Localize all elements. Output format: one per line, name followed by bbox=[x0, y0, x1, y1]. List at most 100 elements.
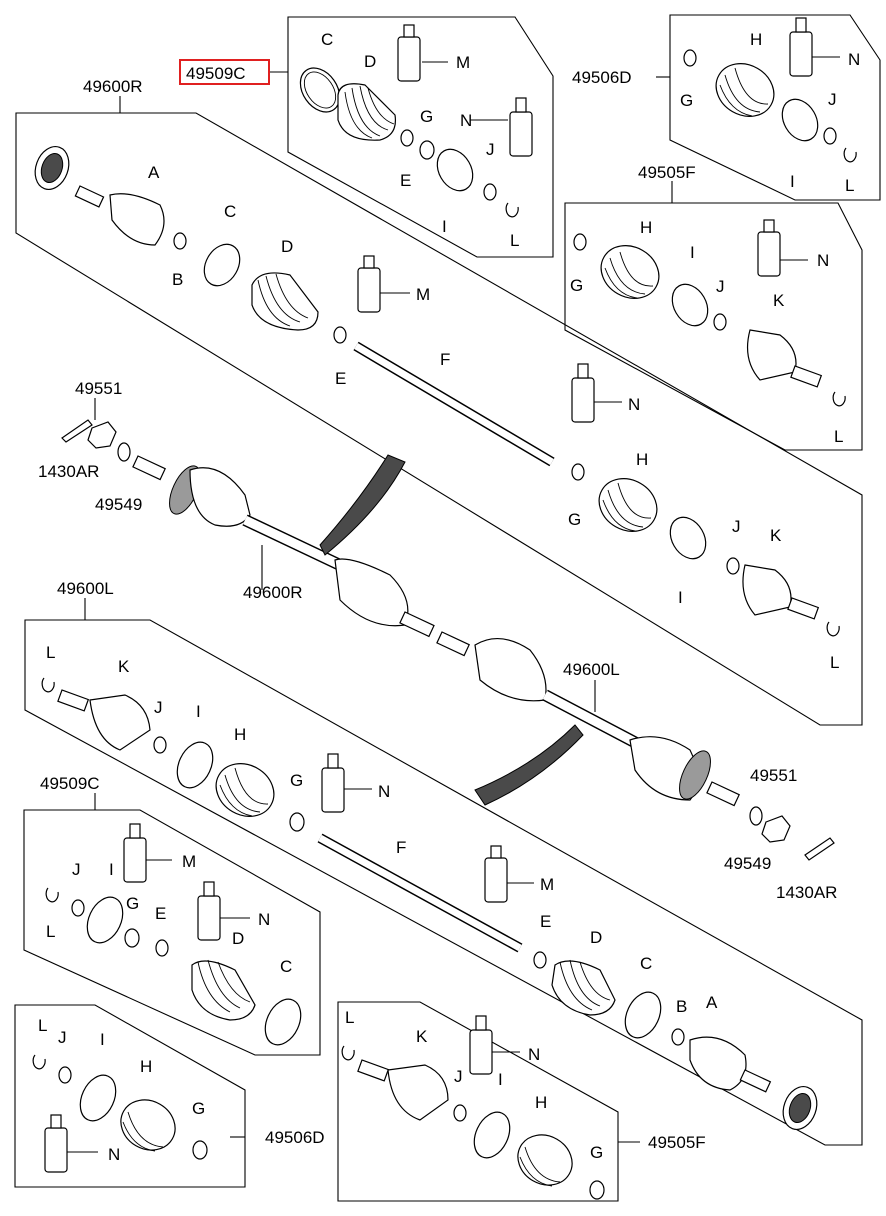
clamp-E-top bbox=[400, 129, 414, 147]
letter-N: N bbox=[378, 782, 390, 801]
clamp-C-49600L bbox=[624, 991, 662, 1039]
letter-N: N bbox=[528, 1045, 540, 1064]
clamp-I-49505F bbox=[671, 283, 709, 327]
letter-K: K bbox=[416, 1027, 428, 1046]
grease-N-49506D bbox=[789, 17, 813, 77]
washer-49549-bottom bbox=[749, 806, 763, 826]
letter-I: I bbox=[100, 1030, 105, 1049]
letter-L: L bbox=[845, 176, 854, 195]
label-49600R-mid: 49600R bbox=[243, 583, 303, 602]
grease-M-49509C-bottom bbox=[123, 823, 147, 883]
clamp-I-top bbox=[436, 148, 474, 192]
kit-box-49505F-top bbox=[564, 202, 863, 451]
leader-lines bbox=[67, 56, 840, 1153]
label-49600L-top: 49600L bbox=[57, 579, 114, 598]
letter-M: M bbox=[456, 53, 470, 72]
label-49506D-top: 49506D bbox=[572, 68, 632, 87]
kit-box-49506D-top bbox=[669, 14, 881, 201]
letter-G: G bbox=[420, 107, 433, 126]
kit-box-49506D-bottom bbox=[14, 1004, 246, 1188]
ring-J-49505F-bottom bbox=[453, 1104, 467, 1122]
clip-L-49600R bbox=[826, 621, 840, 637]
letter-L: L bbox=[46, 643, 55, 662]
letter-H: H bbox=[140, 1057, 152, 1076]
letter-I: I bbox=[109, 860, 114, 879]
letter-J: J bbox=[716, 277, 725, 296]
circlip-B-49600R bbox=[173, 232, 187, 250]
letter-D: D bbox=[590, 928, 602, 947]
boot-H-49600L bbox=[215, 763, 275, 817]
label-49505F-top: 49505F bbox=[638, 163, 696, 182]
boot-D-49600R bbox=[251, 272, 319, 331]
letter-N: N bbox=[848, 50, 860, 69]
kit-box-49509C-top bbox=[287, 16, 554, 258]
clamp-G-49509C-bottom bbox=[124, 928, 140, 948]
letter-F: F bbox=[396, 838, 406, 857]
letter-N: N bbox=[817, 251, 829, 270]
grease-N-49509C-bottom bbox=[197, 881, 221, 941]
label-49600L-mid: 49600L bbox=[563, 660, 620, 679]
letter-G: G bbox=[590, 1143, 603, 1162]
ring-J-49506D-bottom bbox=[58, 1066, 72, 1084]
letter-E: E bbox=[400, 171, 411, 190]
letter-K: K bbox=[118, 657, 130, 676]
grease-N-49505F-bottom bbox=[469, 1015, 493, 1075]
label-49600R-top: 49600R bbox=[83, 77, 143, 96]
letter-I: I bbox=[196, 702, 201, 721]
letter-K: K bbox=[773, 291, 785, 310]
letter-L: L bbox=[345, 1008, 354, 1027]
letter-G: G bbox=[568, 510, 581, 529]
housing-K-49600L bbox=[57, 689, 151, 751]
boot-D-top bbox=[337, 83, 397, 141]
circlip-B-49600L bbox=[671, 1028, 685, 1046]
letter-I: I bbox=[690, 243, 695, 262]
clamp-E-49600R bbox=[333, 326, 347, 344]
letter-H: H bbox=[234, 725, 246, 744]
letter-M: M bbox=[540, 875, 554, 894]
letter-G: G bbox=[192, 1099, 205, 1118]
letter-I: I bbox=[790, 172, 795, 191]
shaft-assembly-49600L bbox=[436, 631, 740, 807]
letter-E: E bbox=[335, 369, 346, 388]
letter-J: J bbox=[154, 698, 163, 717]
letter-C: C bbox=[280, 957, 292, 976]
label-49509C-bottom: 49509C bbox=[40, 774, 100, 793]
kit-box-49505F-bottom bbox=[337, 1001, 619, 1202]
letter-G: G bbox=[570, 276, 583, 295]
label-49505F-bottom: 49505F bbox=[648, 1133, 706, 1152]
letter-I: I bbox=[442, 217, 447, 236]
clamp-I-49506D bbox=[781, 98, 819, 142]
clip-L-49505F-bottom bbox=[341, 1045, 355, 1061]
letter-N: N bbox=[258, 910, 270, 929]
clip-L-49506D bbox=[843, 147, 857, 163]
boot-H-49505F-bottom bbox=[517, 1134, 573, 1187]
letter-H: H bbox=[750, 30, 762, 49]
letter-G: G bbox=[290, 771, 303, 790]
clip-L-top bbox=[505, 202, 519, 218]
ring-J-49505F bbox=[713, 313, 727, 331]
tone-ring-49600L bbox=[782, 1086, 818, 1130]
letter-L: L bbox=[830, 653, 839, 672]
clip-L-49506D-bottom bbox=[32, 1054, 46, 1070]
letter-C: C bbox=[224, 202, 236, 221]
ring-J-top bbox=[483, 183, 497, 201]
grease-N-49505F bbox=[757, 219, 781, 277]
letter-A: A bbox=[706, 993, 718, 1012]
clamp-I-49506D-bottom bbox=[79, 1074, 117, 1122]
grease-N-49600L bbox=[321, 753, 345, 813]
clamp-G-49600R bbox=[571, 463, 585, 481]
tone-ring-49600R bbox=[34, 146, 70, 190]
clamp-E-49509C-bottom bbox=[155, 939, 169, 957]
clamp-G-49505F bbox=[573, 233, 587, 251]
letter-J: J bbox=[58, 1028, 67, 1047]
shaft-assembly-49600R bbox=[132, 455, 435, 638]
clamp-G-49600L bbox=[289, 812, 305, 832]
letter-I: I bbox=[498, 1070, 503, 1089]
letter-M: M bbox=[416, 285, 430, 304]
label-49506D-bottom: 49506D bbox=[265, 1128, 325, 1147]
clamp-I-49505F-bottom bbox=[473, 1111, 511, 1159]
grease-M-49600R bbox=[357, 255, 381, 313]
clamp-G-49506D bbox=[683, 49, 697, 67]
letter-J: J bbox=[828, 90, 837, 109]
letter-D: D bbox=[232, 929, 244, 948]
